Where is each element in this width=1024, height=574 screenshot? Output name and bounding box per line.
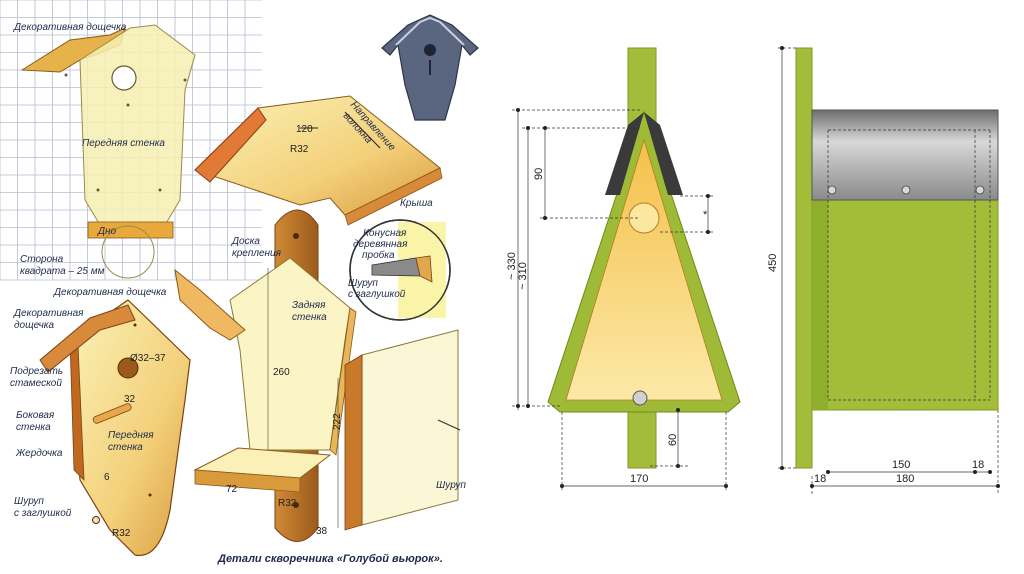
plug-label-3: пробка (362, 249, 395, 261)
front-dim-star: * (703, 209, 708, 221)
mount-screw-1: Шуруп (348, 278, 378, 289)
front-wall-pattern (79, 24, 196, 226)
figure-caption: Детали скворечника «Голубой вьюрок». (217, 553, 443, 565)
label-decorative-board-top: Декоративная дощечка (13, 22, 127, 33)
label-decorative-2: дощечка (14, 320, 54, 331)
birdhouse-thumbnail-icon (381, 14, 479, 121)
label-perch: Жердочка (15, 448, 63, 459)
front-dim-170: 170 (630, 473, 648, 485)
label-back-wall-2: стенка (292, 312, 327, 323)
decorative-board-part: Декоративная дощечка (53, 268, 246, 341)
bottom-arc-pattern (101, 225, 155, 279)
label-mount-board-1: Доска (231, 236, 260, 247)
hole-diameter: Ø32–37 (130, 353, 166, 364)
label-square-side-1: Сторона (20, 254, 64, 265)
plug-label-1: Конусная (363, 228, 407, 239)
side-dim-18-left: 18 (814, 473, 826, 485)
floor-part: 72 R32 38 (193, 447, 332, 537)
label-side-1: Боковая (16, 410, 55, 421)
front-dim-330: ~ 330 (506, 252, 518, 280)
dim-72: 72 (226, 484, 238, 495)
dim-260: 260 (273, 367, 290, 378)
front-view-drawing: ~ 330 ~ 310 90 60 170 * (506, 47, 741, 492)
back-wall-part: Задняя стенка 260 (229, 257, 357, 456)
label-mount-board-2: крепления (232, 248, 282, 259)
dim-6: 6 (104, 472, 110, 483)
front-dim-90: 90 (533, 168, 545, 180)
side-dim-150: 150 (892, 459, 910, 471)
dim-32: 32 (124, 394, 136, 405)
label-back-wall-1: Задняя (292, 300, 326, 311)
side-panel-part: 222 Шуруп (332, 329, 466, 531)
label-screw-2: с заглушкой (14, 508, 72, 519)
label-front-wall-pattern: Передняя стенка (82, 138, 165, 149)
dim-38: 38 (316, 526, 328, 537)
roof-radius: R32 (290, 144, 309, 155)
label-decorative-board-mid: Декоративная дощечка (53, 287, 167, 298)
label-bottom: Дно (97, 226, 117, 237)
label-front-2: стенка (108, 442, 143, 453)
front-dim-60: 60 (667, 434, 679, 446)
label-front-1: Передняя (108, 430, 154, 441)
entrance-hole-pattern (111, 65, 137, 91)
side-view-drawing: 450 150 18 18 180 (767, 46, 1000, 494)
label-screw-1: Шуруп (14, 496, 44, 507)
roof-dim-120: 120 (296, 124, 313, 135)
side-panel-screw: Шуруп (436, 480, 466, 491)
roof-part: 120 R32 Направление волокна Крыша (194, 95, 443, 226)
plug-label-2: деревянная (353, 239, 408, 250)
mount-screw-2: с заглушкой (348, 289, 406, 300)
assembled-house: Декоративная дощечка Подрезать стамеской… (10, 299, 191, 557)
front-dim-310: ~ 310 (517, 262, 529, 290)
side-dim-18-right: 18 (972, 459, 984, 471)
label-square-side-2: квадрата – 25 мм (20, 266, 105, 277)
grid-template: Декоративная дощечка Передняя стенка Дно… (0, 0, 262, 281)
dim-222: 222 (332, 413, 343, 430)
assembled-r32: R32 (112, 528, 131, 539)
label-decorative-1: Декоративная (13, 308, 84, 319)
roof-label: Крыша (400, 198, 433, 209)
label-side-2: стенка (16, 422, 51, 433)
side-dim-450: 450 (767, 254, 779, 272)
mount-r32: R32 (278, 498, 297, 509)
side-dim-180: 180 (896, 473, 914, 485)
screw-detail-callout: Конусная деревянная пробка Шуруп с заглу… (348, 219, 451, 321)
label-chisel-1: Подрезать (10, 366, 63, 377)
label-chisel-2: стамеской (10, 378, 62, 389)
